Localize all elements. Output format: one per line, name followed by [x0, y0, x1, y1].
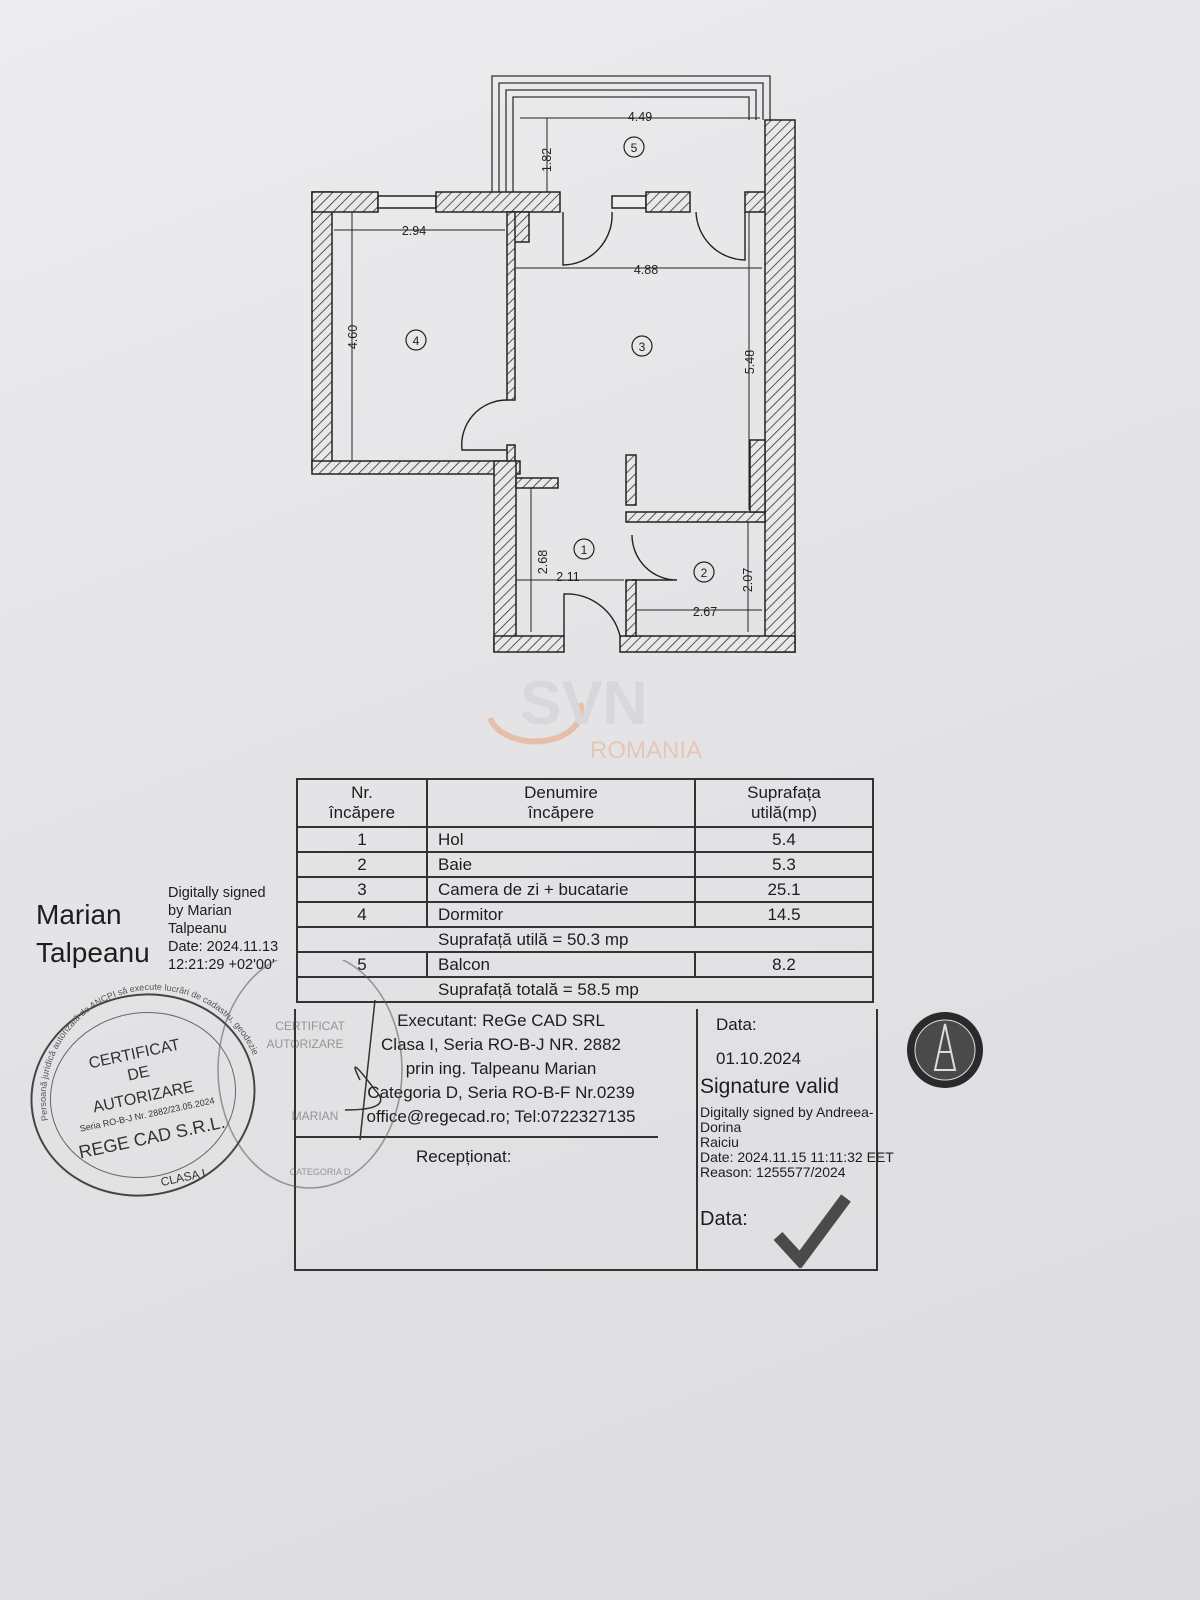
dim-bath-length: 2.07: [741, 568, 755, 592]
stamp-text: CLASA I: [159, 1166, 206, 1189]
signer-last-name: Talpeanu: [36, 937, 150, 968]
executant-line: office@regecad.ro; Tel:0722327135: [366, 1107, 636, 1126]
grand-total-row: Suprafață totală = 58.5 mp: [296, 976, 874, 1003]
row-area: 14.5: [694, 901, 874, 928]
received-label: Recepționat:: [416, 1147, 512, 1166]
useful-total-row: Suprafață utilă = 50.3 mp: [296, 926, 874, 953]
dim-bath-width: 2.67: [693, 605, 717, 619]
sig-detail: Digitally signed: [168, 885, 266, 901]
dim-bedroom-width: 2.94: [402, 224, 426, 238]
header-nr-2: încăpere: [328, 803, 396, 822]
executant-info: Executant: ReGe CAD SRL Clasa I, Seria R…: [316, 1009, 686, 1129]
row-name: Hol: [426, 826, 696, 853]
room-number-5: 5: [631, 141, 638, 155]
stamp-certificate-left: Persoană juridică autorizată de ANCPI să…: [16, 961, 265, 1197]
checkmark-icon: [773, 1194, 851, 1268]
signature-details-left: Digitally signed by Marian Talpeanu Date…: [168, 884, 278, 974]
row-nr: 3: [296, 876, 428, 903]
date-value: 01.10.2024: [716, 1049, 802, 1068]
dim-living-width: 4.88: [634, 263, 658, 277]
executant-line: prin ing. Talpeanu Marian: [405, 1059, 597, 1078]
dim-hall-length: 2.68: [536, 550, 550, 574]
date-label: Data:: [716, 1015, 757, 1034]
floor-plan: 4.49 1.82 2.94 4.88 4.60 5.48 2.68 2.11 …: [311, 75, 796, 653]
signer-first-name: Marian: [36, 899, 122, 930]
stamp-text: DE: [126, 1063, 151, 1084]
row-area: 5.4: [694, 826, 874, 853]
header-name: Denumire: [524, 783, 598, 802]
balcony-railing: [491, 75, 771, 195]
sig-detail: Reason: 1255577/2024: [700, 1164, 846, 1180]
grand-total: Suprafață totală = 58.5 mp: [296, 976, 874, 1003]
divider-line: [296, 1136, 658, 1138]
row-area: 5.3: [694, 851, 874, 878]
dim-hall-width: 2.11: [556, 570, 579, 584]
signature-details-right: Digitally signed by Andreea-Dorina Raici…: [700, 1105, 900, 1180]
dim-balcony-depth: 1.82: [540, 148, 554, 172]
row-nr: 4: [296, 901, 428, 928]
signer-name: Marian Talpeanu: [36, 896, 150, 972]
header-area-2: utilă(mp): [750, 803, 818, 822]
stamp-text: AUTORIZARE: [266, 1037, 343, 1051]
sig-detail: 12:21:29 +02'00': [168, 957, 275, 973]
stamp-authorization-middle: CERTIFICAT AUTORIZARE MARIAN CATEGORIA D: [217, 960, 403, 1189]
door-swings: [461, 211, 746, 637]
row-area: 8.2: [694, 951, 874, 978]
watermark-sub: ROMANIA: [590, 737, 702, 764]
stamps: Persoană juridică autorizată de ANCPI să…: [16, 960, 403, 1197]
header-nr: Nr.: [351, 783, 373, 802]
row-nr: 5: [296, 951, 428, 978]
dim-balcony-width: 4.49: [628, 110, 652, 124]
room-number-4: 4: [413, 334, 420, 348]
sig-detail: Talpeanu: [168, 921, 227, 937]
dim-bedroom-length: 4.60: [346, 325, 360, 349]
column-divider: [696, 1009, 698, 1269]
row-nr: 1: [296, 826, 428, 853]
header-name-2: încăpere: [527, 803, 595, 822]
svn-watermark-logo: SVN ROMANIA: [450, 658, 770, 778]
handwritten-signature: [344, 999, 382, 1141]
header-area: Suprafața: [747, 783, 821, 802]
row-name: Baie: [426, 851, 696, 878]
watermark-brand: SVN: [520, 669, 647, 738]
row-name: Camera de zi + bucatarie: [426, 876, 696, 903]
executant-block: Executant: ReGe CAD SRL Clasa I, Seria R…: [294, 1009, 878, 1271]
useful-total: Suprafață utilă = 50.3 mp: [296, 926, 874, 953]
overlay-data-label: Data:: [700, 1208, 748, 1230]
stamp-text: MARIAN: [292, 1109, 339, 1123]
stamp-text: CERTIFICAT: [275, 1019, 345, 1033]
sig-detail: by Marian: [168, 903, 232, 919]
room-number-3: 3: [639, 340, 646, 354]
dim-living-length: 5.48: [743, 350, 757, 374]
executant-line: Categoria D, Seria RO-B-F Nr.0239: [367, 1083, 635, 1102]
row-area: 25.1: [694, 876, 874, 903]
walls: [311, 119, 796, 653]
sig-detail: Digitally signed by Andreea-Dorina: [700, 1104, 874, 1135]
sig-detail: Raiciu: [700, 1134, 739, 1150]
dimension-lines: [334, 117, 762, 632]
room-number-2: 2: [701, 566, 708, 580]
sig-detail: Date: 2024.11.15 11:11:32 EET: [700, 1149, 894, 1165]
executant-line: Clasa I, Seria RO-B-J NR. 2882: [381, 1035, 621, 1054]
row-nr: 2: [296, 851, 428, 878]
row-name: Balcon: [426, 951, 696, 978]
ancom-seal: [907, 1012, 983, 1088]
row-name: Dormitor: [426, 901, 696, 928]
sig-detail: Date: 2024.11.13: [168, 939, 279, 955]
stamp-text: CATEGORIA D: [290, 1167, 351, 1177]
signature-valid-status: Signature valid: [700, 1075, 839, 1098]
executant-line: Executant: ReGe CAD SRL: [397, 1011, 605, 1030]
room-number-1: 1: [581, 543, 588, 557]
